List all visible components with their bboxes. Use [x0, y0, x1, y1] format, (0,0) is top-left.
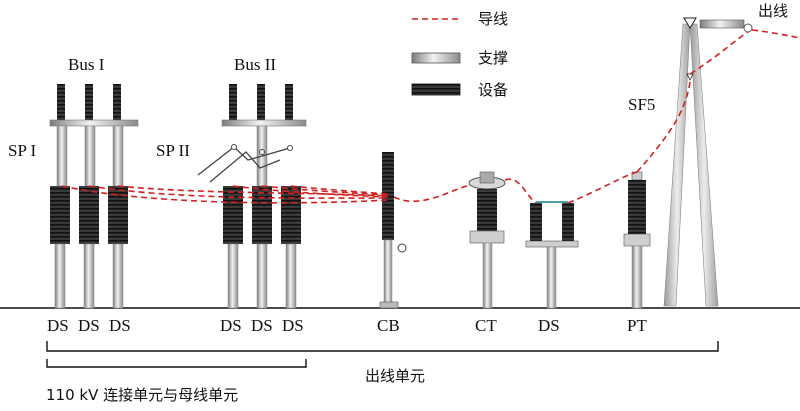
legend-wire-label: 导线: [478, 10, 508, 28]
bus2-crossbar: [221, 119, 307, 127]
bus1-ds-body-c: [108, 186, 128, 244]
bus2-top-insulator-a: [229, 84, 237, 120]
tower-strain-insulator: [699, 19, 745, 29]
device-label-ds5: DS: [251, 316, 273, 335]
bus2-pole-c: [285, 243, 297, 309]
ds-out-insulator-a: [530, 203, 542, 241]
bus1-upright-b: [84, 125, 96, 187]
tower-right-leg: [689, 23, 719, 307]
legend-equipment-label: 设备: [478, 81, 508, 99]
ds-out-insulator-b: [562, 203, 574, 241]
current-transformer: [468, 171, 506, 309]
device-label-ds3: DS: [109, 316, 131, 335]
bus1-ds-body-b: [79, 186, 99, 244]
bus1-crossbar: [49, 119, 139, 127]
ct-body: [477, 189, 497, 231]
bus2-label: Bus II: [234, 55, 276, 74]
bus2-pole-a: [227, 243, 239, 309]
bus1-top-insulator-c: [113, 84, 121, 120]
wire-cb-to-ct: [393, 184, 471, 203]
sp2-hinge-a: [231, 144, 237, 150]
wire-bus1-to-cb-a: [61, 185, 389, 204]
bus1-upright-c: [112, 125, 124, 187]
circuit-breaker: [379, 152, 407, 309]
bus2-top-insulator-b: [257, 84, 265, 120]
device-label-ds1: DS: [47, 316, 69, 335]
bus2-top-insulator-c: [285, 84, 293, 120]
bus1-upright-a: [56, 125, 68, 187]
device-label-ds6: DS: [282, 316, 304, 335]
cb-base: [379, 301, 399, 309]
sp1-label: SP I: [8, 141, 37, 160]
tower-jumper-marker: [686, 73, 694, 81]
legend-equipment-swatch: [411, 83, 461, 96]
bus2-ds-body-b: [252, 186, 272, 244]
bus2-group: Bus II SP II: [156, 55, 307, 309]
pt-body: [628, 180, 646, 234]
bus1-ds-body-a: [50, 186, 70, 244]
bus1-label: Bus I: [68, 55, 105, 74]
outgoing-unit-label: 出线单元: [365, 367, 425, 385]
wire-pt-to-tower: [636, 81, 691, 173]
sp2-label: SP II: [156, 141, 190, 160]
ct-pole: [482, 242, 493, 309]
sf5-label: SF5: [628, 95, 655, 114]
wire-bus1-to-cb-c: [117, 185, 389, 197]
ds-out-pole: [546, 246, 557, 309]
device-labels: DS DS DS DS DS DS CB CT DS PT: [47, 316, 647, 335]
outgoing-tower: [663, 17, 753, 307]
device-label-ct: CT: [475, 316, 497, 335]
sp2-arm-lower: [209, 151, 281, 183]
bus1-top-insulator-a: [57, 84, 65, 120]
sp2-hinge-c: [287, 145, 293, 151]
bus1-top-insulator-b: [85, 84, 93, 120]
sp2-arm-upper: [197, 146, 291, 176]
ct-cap: [479, 171, 495, 184]
device-label-ds4: DS: [220, 316, 242, 335]
tower-clamp: [743, 23, 753, 33]
wire-ct-to-ds: [504, 178, 537, 204]
ct-base: [469, 230, 505, 244]
tower-left-leg: [663, 23, 691, 307]
device-label-cb: CB: [377, 316, 400, 335]
pt-pole: [631, 245, 643, 309]
ds-out-frame: [525, 240, 579, 248]
sp2-hinge-b: [259, 149, 265, 155]
legend-support-label: 支撑: [478, 49, 508, 67]
device-label-ds7: DS: [538, 316, 560, 335]
bus1-pole-c: [112, 243, 124, 309]
wire-bus2-to-cb-b: [261, 185, 389, 196]
bus2-ds-body-c: [281, 186, 301, 244]
outgoing-line-label: 出线: [758, 2, 788, 20]
legend-support-swatch: [411, 52, 461, 64]
wire-tower-jumper: [689, 31, 749, 75]
potential-transformer: [623, 171, 651, 309]
outgoing-unit-bracket: [46, 341, 719, 352]
bus1-pole-a: [54, 243, 66, 309]
outgoing-disconnector: [525, 201, 579, 309]
cb-mechanism: [397, 243, 407, 253]
pt-base: [623, 233, 651, 247]
legend: 导线 支撑 设备: [411, 10, 508, 99]
bus1-pole-b: [83, 243, 95, 309]
bus1-group: Bus I SP I: [8, 55, 139, 309]
bus2-ds-body-a: [223, 186, 243, 244]
tower-top-marker: [683, 17, 697, 29]
wire-outgoing: [751, 29, 800, 39]
device-label-pt: PT: [627, 316, 647, 335]
connection-unit-bracket: [46, 359, 307, 368]
bus2-pole-b: [256, 243, 268, 309]
device-label-ds2: DS: [78, 316, 100, 335]
wire-ds-to-pt: [567, 171, 638, 204]
connection-unit-label: 110 kV 连接单元与母线单元: [46, 386, 238, 404]
conductors: [61, 29, 800, 204]
wire-bus1-to-cb-b: [88, 185, 389, 199]
cb-pole: [383, 239, 393, 305]
